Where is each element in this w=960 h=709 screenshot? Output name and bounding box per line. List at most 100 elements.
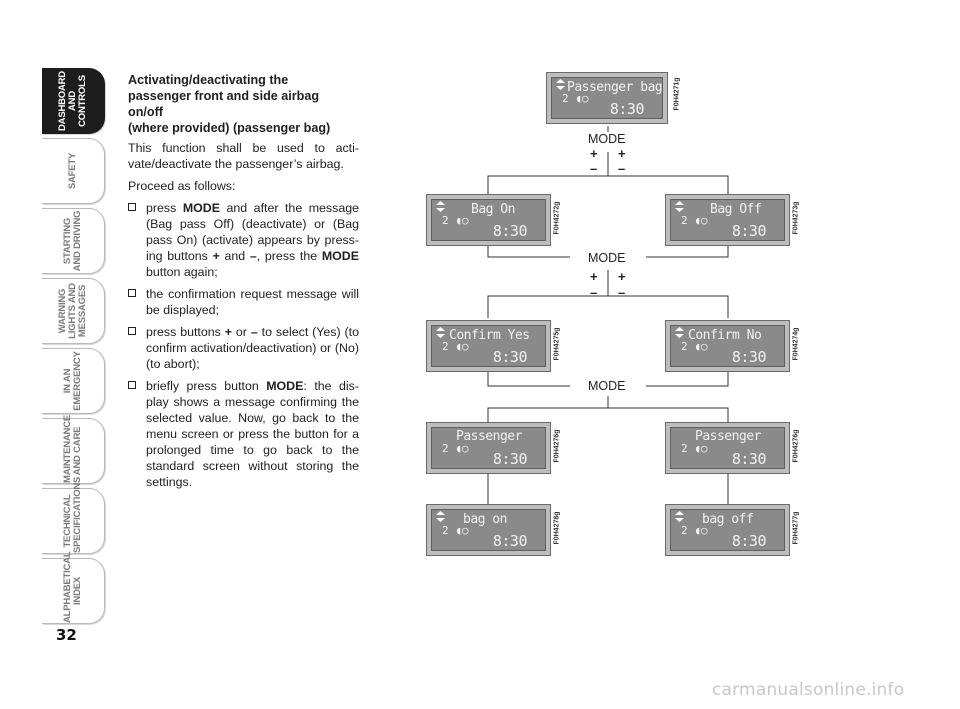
display-line1: Bag Off — [710, 202, 762, 217]
step-text: the confirmation request message will be… — [146, 287, 359, 317]
display-line2: 2 — [681, 340, 688, 353]
plus-symbol: + — [590, 146, 598, 161]
display-time: 8:30 — [492, 222, 528, 240]
cruise-gauge-icon: ◖○ — [455, 340, 469, 353]
lcd-screen: bag off 2 ◖○ 8:30 — [670, 509, 785, 551]
watermark: carmanualsonline.info — [712, 680, 905, 700]
minus-symbol: – — [618, 285, 626, 300]
step-bold: – — [249, 249, 257, 263]
steps-list: press MODE and after the message (Bag pa… — [128, 200, 359, 490]
proceed-paragraph: Proceed as follows: — [128, 179, 236, 193]
list-item: press MODE and after the message (Bag pa… — [128, 200, 359, 280]
up-down-arrows-icon — [675, 511, 684, 522]
up-down-arrows-icon — [436, 327, 445, 338]
cruise-gauge-icon: ◖○ — [694, 340, 708, 353]
mode-label: MODE — [585, 132, 629, 146]
display-passenger-left: Passenger 2 ◖○ 8:30 — [426, 422, 551, 474]
connector-lines — [487, 126, 729, 504]
tab-label: TECHNICAL SPECIFICATIONS — [62, 476, 83, 553]
up-down-arrows-icon — [436, 201, 445, 212]
heading-line: on/off — [128, 105, 163, 119]
display-line2: 2 — [681, 442, 688, 455]
plus-symbol: + — [590, 269, 598, 284]
figure-code: F0H4271g — [673, 77, 681, 111]
step-text: briefly press button — [146, 379, 267, 393]
up-down-arrows-icon — [675, 327, 684, 338]
tab-technical-specifications[interactable]: TECHNICAL SPECIFICATIONS — [42, 476, 105, 554]
intro-paragraph: This function shall be used to acti-vate… — [128, 141, 359, 171]
tab-label: ALPHABETICAL INDEX — [62, 551, 83, 624]
display-line1: Bag On — [471, 202, 515, 217]
display-passenger-right: Passenger 2 ◖○ 8:30 — [665, 422, 790, 474]
tab-safety[interactable]: SAFETY — [42, 138, 105, 204]
up-down-arrows-icon — [556, 79, 565, 90]
mode-label: MODE — [585, 251, 629, 265]
step-bold: MODE — [182, 201, 220, 215]
display-bag-on: Bag On 2 ◖○ 8:30 — [426, 194, 551, 246]
minus-symbol: – — [590, 285, 598, 300]
display-bag-off-final: bag off 2 ◖○ 8:30 — [665, 504, 790, 556]
tab-label: STARTING AND DRIVING — [62, 210, 83, 272]
step-bold: + — [212, 249, 220, 263]
tab-starting-and-driving[interactable]: STARTING AND DRIVING — [42, 208, 105, 274]
display-line2: 2 — [681, 214, 688, 227]
tab-label: SAFETY — [67, 152, 78, 190]
tab-label: WARNING LIGHTS AND MESSAGES — [57, 283, 88, 339]
figure-code: F0H4273g — [792, 201, 800, 235]
list-item: briefly press button MODE: the dis-play … — [128, 378, 359, 490]
display-line1: Passenger — [695, 429, 761, 444]
display-time: 8:30 — [492, 348, 528, 366]
display-time: 8:30 — [731, 348, 767, 366]
cruise-gauge-icon: ◖○ — [694, 214, 708, 227]
checkbox-bullet-icon — [128, 381, 136, 389]
mode-label: MODE — [585, 379, 629, 393]
tab-maintenance-and-care[interactable]: MAINTENANCE AND CARE — [42, 415, 105, 484]
list-item: the confirmation request message will be… — [128, 286, 359, 318]
figure-code: F0H4276g — [792, 429, 800, 463]
display-line2: 2 — [442, 214, 449, 227]
display-line1: bag on — [463, 512, 507, 527]
lcd-screen: Passenger 2 ◖○ 8:30 — [670, 427, 785, 469]
display-bag-on-final: bag on 2 ◖○ 8:30 — [426, 504, 551, 556]
display-line2: 2 — [442, 524, 449, 537]
tab-in-an-emergency[interactable]: IN AN EMERGENCY — [42, 348, 105, 414]
tab-label: DASHBOARD AND CONTROLS — [57, 71, 88, 131]
step-text: : the dis-play shows a message confirmin… — [146, 379, 359, 489]
step-text: to select (Yes) (to confirm activation/d… — [146, 325, 359, 371]
display-line1: Passenger — [456, 429, 522, 444]
display-confirm-no: Confirm No 2 ◖○ 8:30 — [665, 320, 790, 372]
display-time: 8:30 — [609, 100, 645, 118]
airbag-menu-flow-diagram: Passenger bag 2 ◖○ 8:30 F0H4271g MODE + … — [400, 60, 830, 570]
up-down-arrows-icon — [675, 201, 684, 212]
checkbox-bullet-icon — [128, 289, 136, 297]
step-text: press buttons — [146, 325, 225, 339]
display-line2: 2 — [442, 340, 449, 353]
step-text: and after the message (Bag pass Off) (de… — [146, 201, 359, 263]
step-text: and — [219, 249, 250, 263]
figure-code: F0H4276g — [553, 429, 561, 463]
lcd-screen: Confirm No 2 ◖○ 8:30 — [670, 325, 785, 367]
cruise-gauge-icon: ◖○ — [575, 92, 589, 105]
lcd-screen: Bag Off 2 ◖○ 8:30 — [670, 199, 785, 241]
display-time: 8:30 — [492, 532, 528, 550]
display-time: 8:30 — [731, 532, 767, 550]
cruise-gauge-icon: ◖○ — [694, 442, 708, 455]
plus-symbol: + — [618, 269, 626, 284]
cruise-gauge-icon: ◖○ — [455, 524, 469, 537]
list-item: press buttons + or – to select (Yes) (to… — [128, 324, 359, 372]
heading-line: Activating/deactivating the — [128, 73, 289, 87]
step-text: , press the — [256, 249, 322, 263]
page-number: 32 — [56, 626, 77, 644]
display-line1: bag off — [702, 512, 754, 527]
figure-code: F0H4272g — [553, 201, 561, 235]
tab-warning-lights[interactable]: WARNING LIGHTS AND MESSAGES — [42, 278, 105, 344]
display-line2: 2 — [562, 92, 569, 105]
tab-alphabetical-index[interactable]: ALPHABETICAL INDEX — [42, 551, 105, 624]
display-time: 8:30 — [492, 450, 528, 468]
minus-symbol: – — [590, 161, 598, 176]
step-text: button again; — [146, 265, 218, 279]
figure-code: F0H4278g — [553, 511, 561, 545]
checkbox-bullet-icon — [128, 327, 136, 335]
tab-dashboard-and-controls[interactable]: DASHBOARD AND CONTROLS — [42, 68, 105, 134]
step-bold: MODE — [321, 249, 359, 263]
